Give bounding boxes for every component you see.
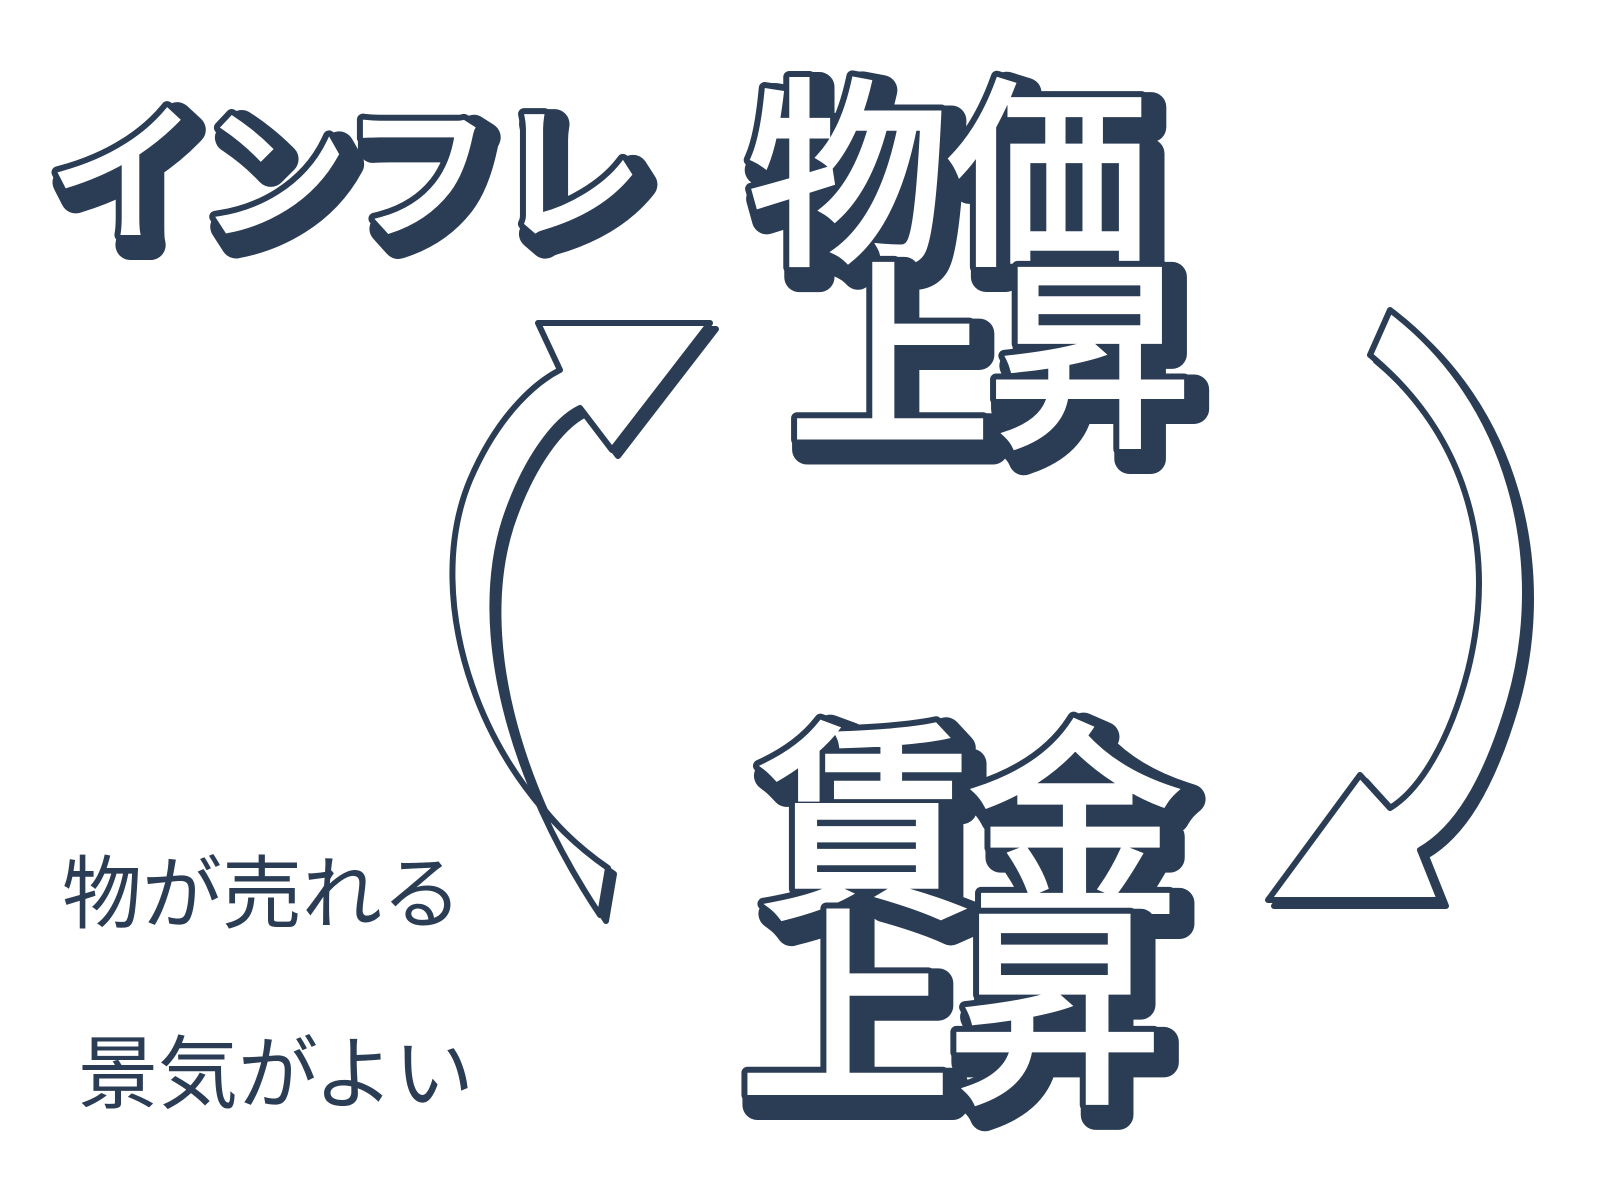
wage-rise-line2-shadow: 上昇 xyxy=(750,900,1170,1145)
price-rise-line2: 上昇 xyxy=(790,245,1190,478)
arrow-wage-to-price xyxy=(449,320,719,924)
node-price-rise: 物価 物価 上昇 上昇 xyxy=(742,57,1215,503)
diagram-title-group: インフレ インフレ xyxy=(42,84,669,289)
price-rise-line1: 物価 xyxy=(748,63,1148,296)
price-rise-line2-shadow: 上昇 xyxy=(800,255,1200,488)
price-rise-line1-shadow: 物価 xyxy=(758,73,1158,306)
wage-rise-line1-shadow: 賃金 xyxy=(769,715,1191,960)
wage-rise-line2: 上昇 xyxy=(740,890,1160,1135)
note-good-economy: 景気がよい xyxy=(78,1028,474,1121)
diagram-title: インフレ xyxy=(48,90,644,264)
wage-rise-line1: 賃金 xyxy=(759,705,1181,950)
arrow-price-to-wage xyxy=(1265,307,1534,909)
note-goods-sell: 物が売れる xyxy=(62,848,462,941)
diagram-title-shadow: インフレ xyxy=(58,100,654,274)
node-wage-rise: 賃金 賃金 上昇 上昇 xyxy=(734,699,1206,1160)
